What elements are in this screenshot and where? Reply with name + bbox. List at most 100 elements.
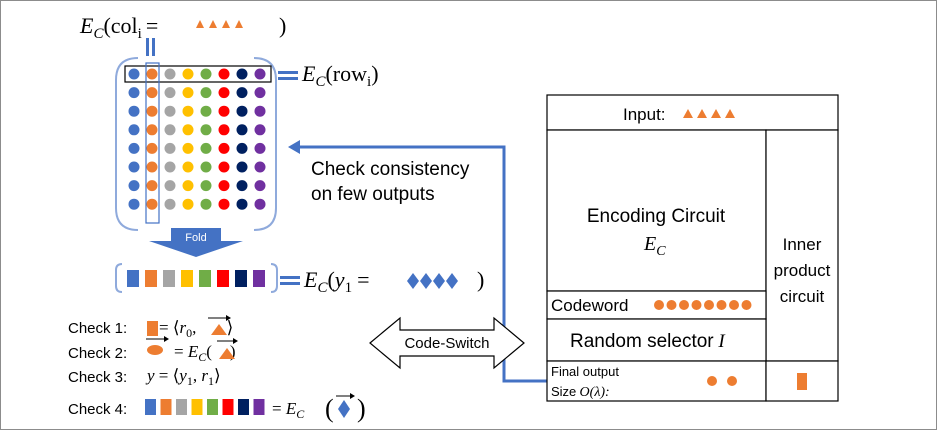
matrix-dot <box>164 180 176 192</box>
check-4-folded-vector <box>145 399 265 415</box>
folded-bracket-left <box>115 263 123 293</box>
matrix-dot <box>146 87 158 99</box>
codeword-dots <box>654 300 752 310</box>
codeword-dot <box>741 300 752 310</box>
consistency-note-line1: Check consistency <box>311 159 470 180</box>
matrix-dot <box>182 180 194 192</box>
matrix-dot <box>236 198 248 210</box>
matrix-dot <box>200 142 212 154</box>
matrix-dot <box>254 198 266 210</box>
codeword-dot <box>716 300 727 310</box>
check-1-orange-square <box>147 321 158 336</box>
matrix-dot <box>218 105 230 117</box>
check-4-square <box>191 399 203 415</box>
check-4-square <box>253 399 265 415</box>
matrix-dot <box>254 161 266 173</box>
inner-product-line1: Inner <box>783 235 822 254</box>
codeword-dot <box>704 300 714 310</box>
folded-square <box>217 270 229 287</box>
folded-square <box>127 270 139 287</box>
matrix-dot <box>218 198 230 210</box>
folded-equality-marker <box>280 276 300 285</box>
matrix-dot <box>164 198 176 210</box>
matrix-dot <box>182 105 194 117</box>
check-4-equation: = EC <box>272 399 305 421</box>
check-1: Check 1: = ⟨r0, ⟩ <box>68 315 233 340</box>
matrix-dot <box>254 87 266 99</box>
codeword-dot <box>691 300 702 310</box>
matrix-dot <box>236 105 248 117</box>
folded-square <box>163 270 175 287</box>
final-output-line1: Final output <box>551 364 619 379</box>
circuit-block: Input: Encoding Circuit EC Inner product… <box>546 94 839 402</box>
check-2: Check 2: = EC() <box>68 336 238 364</box>
check-4-close-paren: ) <box>357 394 366 423</box>
codeword-label: Codeword <box>551 296 629 315</box>
matrix-dot <box>146 68 158 80</box>
matrix-dot <box>236 124 248 136</box>
matrix-dot <box>182 68 194 80</box>
matrix-dot <box>182 198 194 210</box>
input-cell <box>546 94 839 131</box>
code-switch-arrow: Code-Switch <box>369 316 525 370</box>
matrix-dot <box>236 161 248 173</box>
codeword-dot <box>679 300 689 310</box>
matrix-bracket-left <box>115 57 139 231</box>
folded-encoding-label: EC(y1= <box>303 267 369 296</box>
row-equality-marker <box>278 71 298 80</box>
matrix-dot <box>200 161 212 173</box>
check-3-label: Check 3: <box>68 369 127 386</box>
matrix-dot <box>218 180 230 192</box>
matrix-dot <box>236 142 248 154</box>
codeword-dot <box>729 300 739 310</box>
matrix-dot <box>128 68 140 80</box>
check-2-equation: = EC() <box>174 342 236 364</box>
matrix-dot <box>254 105 266 117</box>
check-1-triangle-vector <box>208 315 231 335</box>
code-switch-label: Code-Switch <box>404 335 489 352</box>
matrix-dot <box>254 142 266 154</box>
input-triangles <box>683 109 735 118</box>
check-4-square <box>238 399 249 415</box>
matrix-dot <box>236 180 248 192</box>
matrix-dot <box>182 87 194 99</box>
matrix-dot <box>254 68 266 80</box>
matrix-dot <box>254 180 266 192</box>
matrix-dot <box>146 105 158 117</box>
matrix-dot <box>164 68 176 80</box>
codeword-dot <box>654 300 664 310</box>
random-selector-cell <box>546 318 767 362</box>
input-label: Input: <box>623 105 666 124</box>
svg-text:EC(coli=: EC(coli= <box>79 13 158 42</box>
column-encoding-label: EC(coli= ) <box>79 13 286 42</box>
check-2-triangle-vector <box>217 338 238 359</box>
matrix-dot <box>200 87 212 99</box>
check-3-equation: y = ⟨y1, r1⟩ <box>145 366 221 388</box>
matrix-dot <box>164 105 176 117</box>
encoding-label: Encoding Circuit <box>587 206 726 227</box>
check-4-square <box>207 399 218 415</box>
folded-bracket-right <box>270 263 278 293</box>
matrix-dot <box>236 87 248 99</box>
row-encoding-label: EC(rowi) <box>301 61 379 90</box>
matrix-dot <box>128 142 140 154</box>
matrix-dot <box>164 87 176 99</box>
matrix-dot <box>128 87 140 99</box>
fold-label: Fold <box>185 232 206 244</box>
matrix-dot <box>200 124 212 136</box>
matrix-dot <box>146 142 158 154</box>
matrix-dot <box>128 161 140 173</box>
check-4-square <box>176 399 187 415</box>
dot-matrix <box>128 68 266 210</box>
consistency-arrow <box>288 140 552 383</box>
matrix-dot <box>218 124 230 136</box>
matrix-dot <box>200 105 212 117</box>
matrix-dot <box>182 124 194 136</box>
matrix-bracket-right <box>253 57 277 231</box>
svg-text:): ) <box>279 13 286 38</box>
folded-square <box>199 270 211 287</box>
folded-square <box>145 270 157 287</box>
matrix-dot <box>164 142 176 154</box>
matrix-dot <box>128 124 140 136</box>
matrix-dot <box>254 124 266 136</box>
